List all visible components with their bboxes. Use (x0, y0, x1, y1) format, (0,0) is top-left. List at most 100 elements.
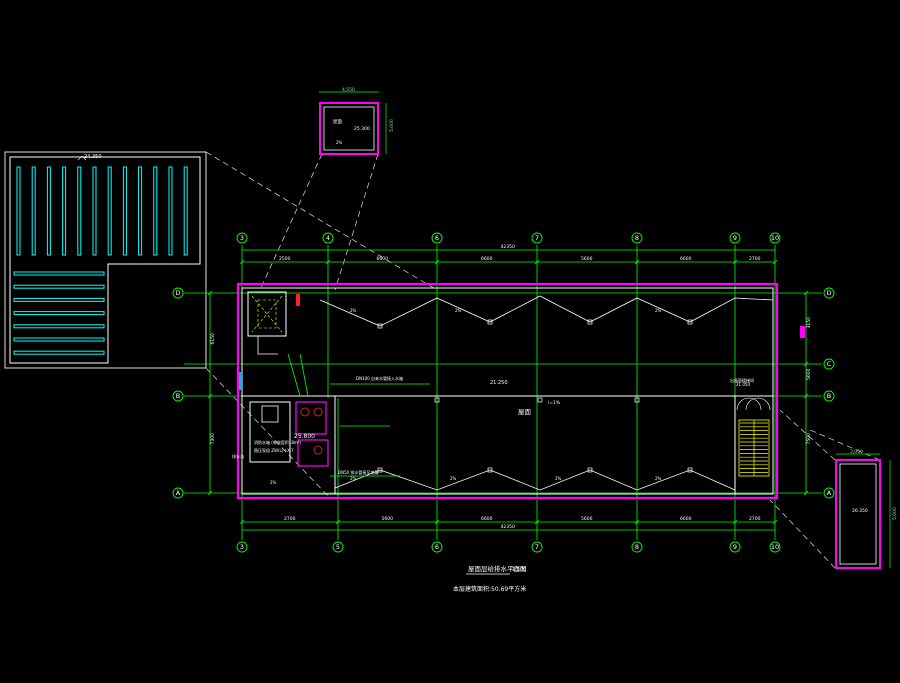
horizontal-panel-rows (13, 271, 105, 355)
axis-bubble-top: 7 (531, 232, 543, 244)
axis-bubble-right: B (823, 390, 835, 402)
vertical-panel (183, 166, 188, 256)
horizontal-panel (13, 297, 105, 302)
left-note: 排水沟 (232, 453, 244, 459)
svg-text:2%: 2% (455, 308, 462, 313)
svg-text:6600: 6600 (481, 256, 493, 262)
roof-parapet (236, 282, 779, 500)
svg-text:2700: 2700 (749, 256, 761, 262)
svg-text:10: 10 (771, 543, 779, 551)
svg-text:A: A (827, 489, 832, 497)
equip-a-label: 消防水箱 (有效容积18m³) (254, 439, 301, 445)
svg-text:2%: 2% (655, 476, 662, 481)
svg-text:6600: 6600 (680, 516, 692, 522)
svg-text:5600: 5600 (382, 516, 394, 522)
svg-text:9: 9 (733, 234, 737, 242)
svg-text:4: 4 (326, 234, 330, 242)
svg-text:6600: 6600 (481, 516, 493, 522)
stair-treads (740, 420, 768, 476)
axis-bubble-top: 8 (631, 232, 643, 244)
svg-text:5600: 5600 (581, 256, 593, 262)
tank-elev: 25.800 (294, 433, 315, 440)
drawing-scale: 1:100 (512, 567, 526, 573)
svg-text:2%: 2% (270, 480, 277, 485)
vertical-panel (31, 166, 36, 256)
axis-bubble-left: D (172, 287, 184, 299)
vertical-panel (46, 166, 51, 256)
tank-room (249, 401, 291, 463)
svg-text:2%: 2% (450, 476, 457, 481)
axis-bubble-right: D (823, 287, 835, 299)
svg-text:8: 8 (635, 543, 639, 551)
axis-bubble-top: 3 (236, 232, 248, 244)
roof-label: 屋面 (518, 408, 532, 416)
inset-top-room: 屋面 (333, 119, 342, 125)
svg-text:8: 8 (635, 234, 639, 242)
roof-inner-edge (241, 287, 774, 495)
left-inset-panel: 24.350 (4, 151, 207, 369)
svg-text:42350: 42350 (501, 524, 515, 530)
svg-text:C: C (827, 360, 832, 368)
drain-note: DN50 排水管接至地漏 (338, 469, 378, 475)
vertical-panel (92, 166, 97, 256)
vertical-panel (122, 166, 127, 256)
svg-text:3: 3 (240, 234, 244, 242)
axis-bubble-bottom: 9 (729, 541, 741, 553)
inset-top-slope: 2% (336, 140, 343, 145)
axis-bubble-right: A (823, 487, 835, 499)
svg-text:2%: 2% (350, 476, 357, 481)
axis-bubble-left: B (172, 390, 184, 402)
title-block: 屋面层给排水平面图 1:100 本层建筑面积:50.69平方米 (453, 564, 527, 593)
inset-right-elev: 26.350 (852, 508, 868, 514)
svg-text:6600: 6600 (377, 256, 389, 262)
axis-bubble-bottom: 6 (431, 541, 443, 553)
inset-top-dim: 4,550 (342, 87, 355, 93)
axis-bubble-top: 6 (431, 232, 443, 244)
axis-bubble-bottom: 8 (631, 541, 643, 553)
blue-marker (239, 372, 242, 390)
svg-text:D: D (826, 289, 831, 297)
svg-text:10: 10 (771, 234, 779, 242)
roof-drains (377, 319, 693, 473)
horizontal-panel (13, 311, 105, 316)
axis-bubble-bottom: 10 (769, 541, 781, 553)
svg-text:6600: 6600 (680, 256, 692, 262)
svg-text:D: D (175, 289, 180, 297)
roof-ridge-top (319, 295, 774, 327)
svg-text:2%: 2% (350, 308, 357, 313)
svg-text:2%: 2% (555, 476, 562, 481)
svg-text:6: 6 (435, 543, 439, 551)
svg-text:7500: 7500 (806, 433, 812, 445)
slope-labels: 2% 2% 2% 2% 2% 2% 2% 2% (270, 308, 662, 485)
vertical-panel (153, 166, 158, 256)
svg-text:7300: 7300 (210, 433, 216, 445)
axis-bubble-top: 4 (322, 232, 334, 244)
inset-top-elev: 25.300 (354, 126, 370, 132)
svg-text:7: 7 (535, 234, 539, 242)
axis-bubble-bottom: 3 (236, 541, 248, 553)
drawing-title: 屋面层给排水平面图 (468, 564, 527, 573)
vertical-panel (16, 166, 21, 256)
red-marker (296, 294, 300, 306)
pipe-note: DN100 自来水管接入水箱 (356, 375, 403, 381)
svg-text:9: 9 (733, 543, 737, 551)
pump-room (295, 401, 327, 435)
svg-text:6150: 6150 (210, 333, 216, 345)
svg-text:2%: 2% (655, 308, 662, 313)
inset-right-height: 5,000 (892, 507, 898, 520)
building-plan: 25.800 消防水箱 (有效容积18m³) 稳压泵组 ZW(L)-I-X-7 … (232, 282, 805, 500)
elev-main: 21.250 (490, 380, 508, 386)
vertical-panel (168, 166, 173, 256)
horizontal-panel (13, 337, 105, 342)
axis-bubble-right: C (823, 358, 835, 370)
vertical-panel-rows (16, 166, 188, 256)
inset-right-dim: 3,050 (850, 449, 863, 455)
horizontal-panel (13, 284, 105, 289)
vertical-panel (107, 166, 112, 256)
vertical-panel (62, 166, 67, 256)
horizontal-panel (13, 271, 105, 276)
horizontal-panel (13, 324, 105, 329)
axis-grid-lines (184, 245, 822, 540)
